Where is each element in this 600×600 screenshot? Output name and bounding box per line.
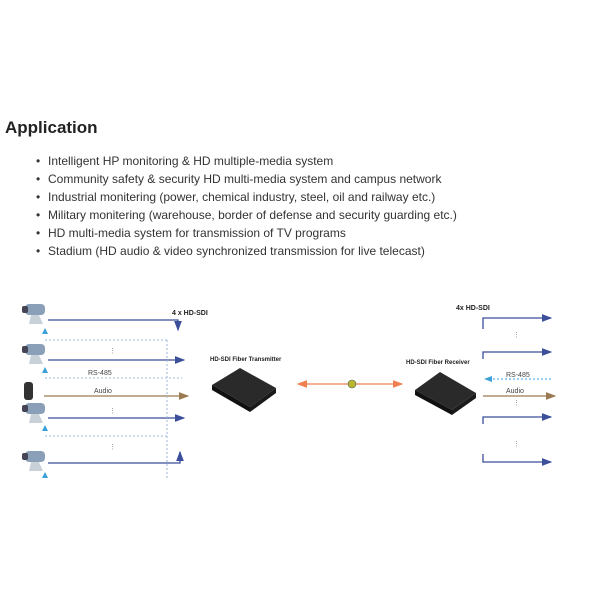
audio-label: Audio bbox=[94, 388, 112, 395]
left-hdsdi-label: 4 x HD-SDI bbox=[172, 310, 208, 317]
list-item: Intelligent HP monitoring & HD multiple-… bbox=[36, 153, 457, 171]
dots: ⋮ bbox=[109, 408, 116, 415]
microphone-icon bbox=[24, 382, 33, 400]
dots: ⋮ bbox=[109, 444, 116, 451]
section-title: Application bbox=[5, 118, 98, 137]
dots: ⋮ bbox=[109, 348, 116, 355]
receiver-label: HD-SDI Fiber Receiver bbox=[406, 360, 470, 366]
list-item: Community safety & security HD multi-med… bbox=[36, 171, 457, 189]
fiber-connector-icon bbox=[347, 379, 357, 389]
list-item: Industrial monitering (power, chemical i… bbox=[36, 189, 457, 207]
system-diagram: 4 x HD-SDI RS-485 Audio ⋮ ⋮ ⋮ HD-SDI Fib… bbox=[22, 304, 557, 478]
list-item: Military monitering (warehouse, border o… bbox=[36, 207, 457, 225]
transmitter-label: HD-SDI Fiber Transmitter bbox=[210, 357, 282, 363]
dots: ⋮ bbox=[513, 400, 520, 407]
dots: ⋮ bbox=[513, 332, 520, 339]
audio-label-right: Audio bbox=[506, 388, 524, 395]
up-arrow-icon bbox=[42, 328, 48, 478]
rs485-label-right: RS-485 bbox=[506, 372, 530, 379]
list-item: Stadium (HD audio & video synchronized t… bbox=[36, 243, 457, 261]
transmitter-device-icon bbox=[212, 368, 276, 412]
right-hdsdi-label: 4x HD-SDI bbox=[456, 305, 490, 312]
rs485-label: RS-485 bbox=[88, 370, 112, 377]
receiver-device-icon bbox=[415, 372, 476, 415]
application-list: Intelligent HP monitoring & HD multiple-… bbox=[36, 153, 457, 261]
dots: ⋮ bbox=[513, 441, 520, 448]
list-item: HD multi-media system for transmission o… bbox=[36, 225, 457, 243]
